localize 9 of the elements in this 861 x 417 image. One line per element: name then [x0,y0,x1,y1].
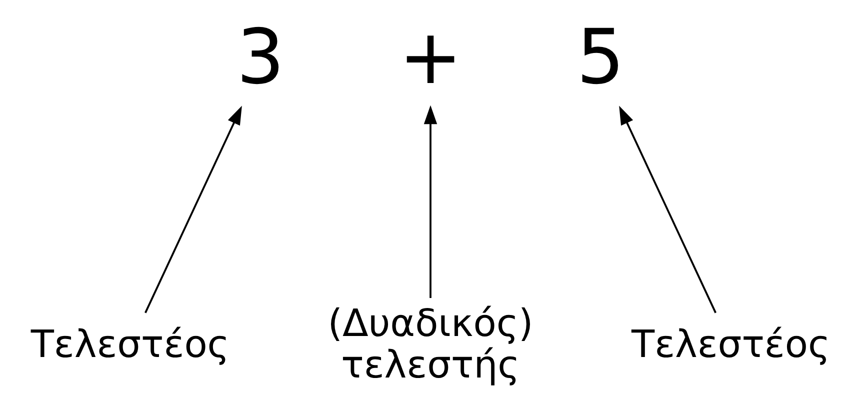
arrow [144,106,242,314]
arrow [424,105,438,298]
node-text: Τελεστέος [30,322,230,366]
node-text: 5 [576,12,625,101]
arrow [619,106,716,314]
node-text: (Δυαδικός) τελεστής [328,301,534,387]
node-text: + [398,12,462,101]
node-text: 3 [236,12,285,101]
node-text: Τελεστέος [632,322,830,366]
